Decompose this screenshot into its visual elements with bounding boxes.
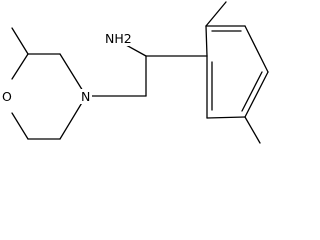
- bond-c6-o: [11, 112, 29, 140]
- ethylamine-chain: [85, 44, 208, 97]
- bond-ar5-ar6: [206, 116, 246, 119]
- bond-ar4-ar5: [244, 71, 269, 118]
- ring-oxygen-label: O: [2, 89, 12, 104]
- bond-ch-nh2: [125, 44, 147, 57]
- amine-label-bg: [104, 30, 129, 46]
- atom-labels: NH2 N O: [1, 30, 132, 104]
- bond-methyl-bottom: [244, 116, 261, 144]
- double-bond-inner-right: [241, 71, 263, 112]
- bond-o-c2: [11, 53, 29, 80]
- ring-nitrogen-label: N: [81, 89, 90, 104]
- bond-ar3-ar4: [244, 25, 269, 73]
- ring-oxygen-label-bg: [1, 88, 13, 104]
- chemical-structure: NH2 N O: [1, 1, 269, 144]
- amine-label: NH2: [105, 31, 132, 46]
- benzene-ring: [205, 1, 269, 144]
- bond-c2-methyl: [11, 27, 29, 55]
- bond-methyl-top: [205, 1, 227, 27]
- ring-nitrogen-label-bg: [80, 89, 92, 104]
- morpholine-ring: [11, 27, 87, 140]
- bond-ar1-ar2: [205, 25, 208, 57]
